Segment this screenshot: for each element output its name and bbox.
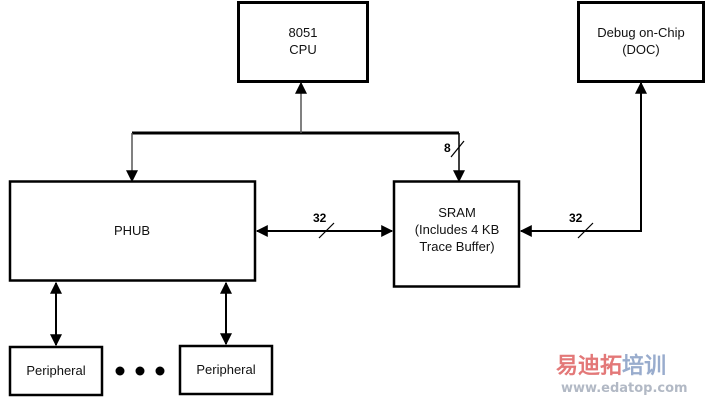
phub-label: PHUB bbox=[114, 223, 150, 238]
watermark-char-4: 培 bbox=[622, 353, 644, 379]
watermark-char-5: 训 bbox=[644, 354, 666, 379]
cpu-block: 8051 CPU bbox=[237, 1, 369, 83]
watermark-url: www.edatop.com bbox=[561, 381, 688, 396]
doc-label-line1: Debug on-Chip bbox=[597, 25, 684, 40]
ellipsis-dot bbox=[155, 366, 165, 376]
bus-width-label-8: 8 bbox=[444, 141, 451, 155]
sram-block: SRAM (Includes 4 KB Trace Buffer) bbox=[392, 180, 521, 288]
bus-width-slash-8 bbox=[450, 140, 465, 158]
bus-width-slash-32a bbox=[318, 222, 335, 239]
watermark-char-2: 迪 bbox=[578, 354, 600, 379]
watermark-char-3: 拓 bbox=[600, 354, 622, 379]
cpu-label-line2: CPU bbox=[289, 42, 316, 57]
bus-width-slash-32b bbox=[577, 222, 594, 239]
ellipsis-dots bbox=[115, 366, 165, 376]
ellipsis-dot bbox=[115, 366, 125, 376]
phub-block: PHUB bbox=[8, 180, 257, 282]
doc-block: Debug on-Chip (DOC) bbox=[577, 1, 705, 83]
bus-width-label-32b: 32 bbox=[569, 211, 583, 225]
sram-label-line1: SRAM bbox=[438, 205, 476, 220]
sram-doc-bidirectional-arrow bbox=[519, 81, 647, 237]
peripheral-1-label: Peripheral bbox=[26, 363, 85, 378]
watermark: 易迪拓培训 www.edatop.com bbox=[556, 353, 688, 396]
doc-label-line2: (DOC) bbox=[622, 42, 660, 57]
peripheral-block-1: Peripheral bbox=[8, 345, 104, 397]
peripheral-2-label: Peripheral bbox=[196, 362, 255, 377]
bus-width-label-32a: 32 bbox=[313, 211, 327, 225]
sram-label-line3: Trace Buffer) bbox=[419, 239, 494, 254]
watermark-char-1: 易 bbox=[556, 354, 578, 379]
sram-label-line2: (Includes 4 KB bbox=[415, 222, 500, 237]
cpu-label-line1: 8051 bbox=[289, 25, 318, 40]
peripheral-block-2: Peripheral bbox=[178, 344, 274, 396]
ellipsis-dot bbox=[135, 366, 145, 376]
watermark-char: 易迪拓培训 bbox=[556, 353, 666, 379]
